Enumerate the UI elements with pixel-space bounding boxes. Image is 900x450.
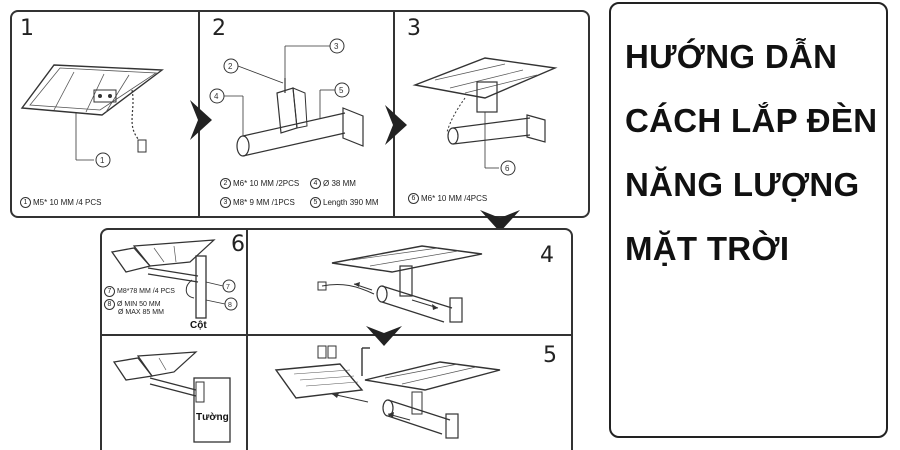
step-number: 5	[543, 343, 557, 368]
wall-label: Tường	[196, 412, 229, 423]
arrow-down-icon	[480, 210, 520, 232]
step-3-illustration: 6	[412, 57, 558, 176]
divider	[100, 334, 573, 336]
step-number: 6	[231, 232, 245, 257]
step-6-illustration: 7 8	[110, 239, 238, 319]
title-line: MẶT TRỜI	[625, 230, 790, 267]
pole-label: Cột	[190, 320, 207, 331]
callout-6: 6	[505, 164, 510, 173]
callout-2: 2	[228, 62, 233, 71]
arrow-down-icon	[366, 326, 402, 346]
top-row-frame	[10, 10, 590, 218]
callout-3: 3	[334, 42, 339, 51]
step-1-illustration: 1	[20, 64, 164, 168]
callout-8: 8	[228, 302, 232, 309]
step-2-illustration: 2 3 4 5	[209, 38, 364, 157]
callout-7: 7	[226, 284, 230, 291]
arrow-right-icon	[385, 105, 407, 145]
title-line: CÁCH LẮP ĐÈN	[625, 102, 878, 139]
step-5-illustration	[274, 345, 501, 439]
callout-1: 1	[100, 156, 105, 165]
step-4-illustration	[317, 245, 483, 323]
title-box: HƯỚNG DẪN CÁCH LẮP ĐÈN NĂNG LƯỢNG MẶT TR…	[609, 2, 888, 438]
title-line: NĂNG LƯỢNG	[625, 166, 860, 203]
arrow-right-icon	[190, 100, 212, 140]
step-number: 3	[407, 16, 421, 41]
title-line: HƯỚNG DẪN	[625, 38, 838, 75]
callout-4: 4	[214, 92, 219, 101]
bottom-row-frame	[100, 228, 573, 450]
divider	[246, 228, 248, 450]
step-number: 2	[212, 16, 226, 41]
wall-mount-illustration	[112, 351, 231, 443]
step-6-caption: Ø MAX 85 MM	[118, 309, 164, 316]
step-number: 1	[20, 16, 34, 41]
step-number: 4	[540, 243, 554, 268]
callout-5: 5	[339, 86, 344, 95]
